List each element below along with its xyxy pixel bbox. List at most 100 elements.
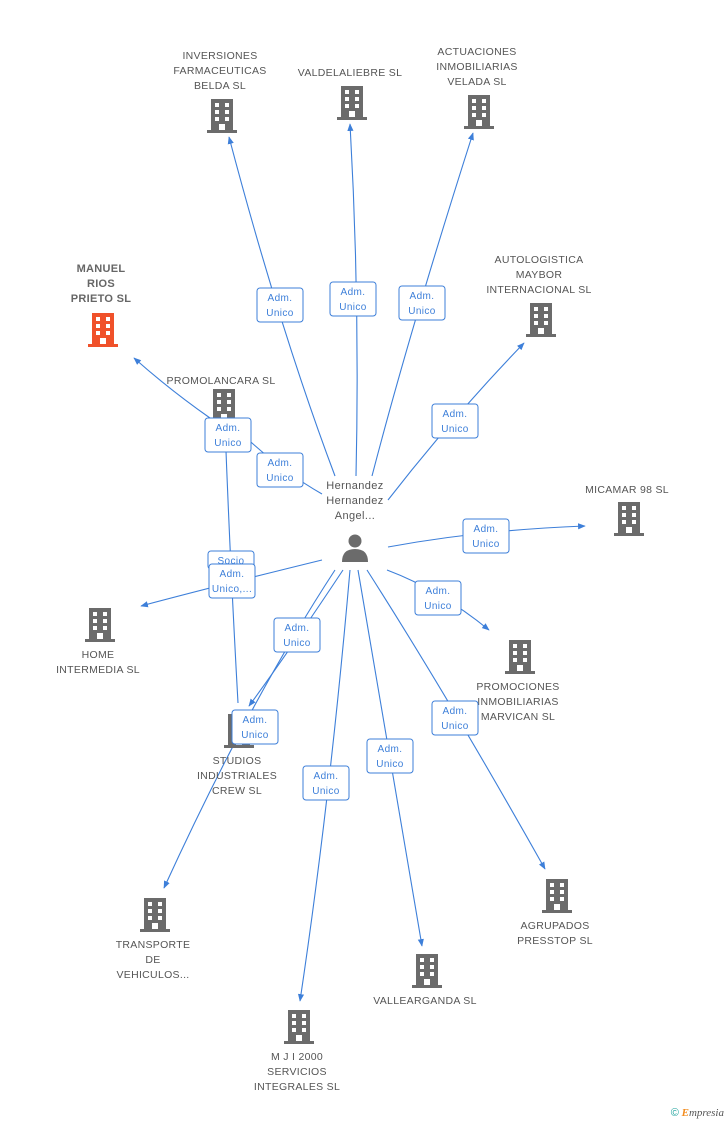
edge-label-manuel[interactable]: Adm. Unico (204, 417, 252, 453)
center-label: Angel... (335, 510, 376, 522)
brand-name: mpresia (688, 1107, 724, 1119)
node-label: ACTUACIONES (437, 46, 516, 58)
node-promociones[interactable]: PROMOCIONES INMOBILIARIAS MARVICAN SL (476, 640, 559, 723)
edge-label-text: Unico (376, 759, 404, 770)
edge-label-text: Adm. (268, 293, 293, 304)
edge-label-box (329, 281, 377, 317)
building-icon (542, 879, 572, 913)
node-label: RIOS (87, 278, 115, 290)
node-label: INTERNACIONAL SL (486, 284, 591, 296)
edge-label-box (462, 518, 510, 554)
node-label: FARMACEUTICAS (173, 65, 266, 77)
edge-label-transporte[interactable]: Adm. Unico (231, 709, 279, 745)
edge-label-autologistica[interactable]: Adm.Unico (431, 403, 479, 439)
copyright-symbol: © (670, 1107, 679, 1119)
edge-label-text: Unico (424, 601, 452, 612)
node-label: PRESSTOP SL (517, 935, 593, 947)
node-label: PROMOLANCARA SL (167, 375, 276, 387)
edge-label-box (366, 738, 414, 774)
node-vallearganda[interactable]: VALLEARGANDA SL (373, 954, 477, 1007)
edge-label-text: Adm. (220, 569, 245, 580)
node-label: VEHICULOS... (116, 969, 189, 981)
building-icon (88, 313, 118, 347)
edge-label-studios[interactable]: Adm. Unico (273, 617, 321, 653)
edge-label-agrupados[interactable]: Adm. Unico (431, 700, 479, 736)
node-label: AUTOLOGISTICA (495, 254, 584, 266)
edge-label-text: Adm. (243, 715, 268, 726)
edge-label-text: Unico (441, 721, 469, 732)
edge-label-text: Adm. (268, 458, 293, 469)
node-label: MANUEL (77, 263, 126, 275)
node-manuel[interactable]: MANUEL RIOS PRIETO SL (71, 263, 132, 347)
node-label: BELDA SL (194, 80, 246, 92)
edge-label-box (231, 709, 279, 745)
building-icon (505, 640, 535, 674)
node-label: INTERMEDIA SL (56, 664, 140, 676)
edge-label-valdelaliebre[interactable]: Adm.Unico (329, 281, 377, 317)
edge-label-vallearganda[interactable]: Adm. Unico (366, 738, 414, 774)
node-promolancara[interactable]: PROMOLANCARA SL (167, 375, 276, 423)
edge-label-box (431, 403, 479, 439)
node-label: CREW SL (212, 785, 262, 797)
node-agrupados[interactable]: AGRUPADOS PRESSTOP SL (517, 879, 593, 947)
edge-label-box (414, 580, 462, 616)
node-label: INMOBILIARIAS (477, 696, 559, 708)
edge-line-manuel (133, 357, 211, 419)
building-icon (412, 954, 442, 988)
edge-label-micamar[interactable]: Adm. Unico (462, 518, 510, 554)
node-label: INTEGRALES SL (254, 1081, 340, 1093)
edge-label-text: Unico (283, 638, 311, 649)
edge-label-text: Unico (214, 438, 242, 449)
node-label: MARVICAN SL (481, 711, 555, 723)
node-label: DE (145, 954, 160, 966)
edge-label-text: Adm. (443, 706, 468, 717)
edge-label-text: Unico (266, 473, 294, 484)
node-label: PRIETO SL (71, 293, 132, 305)
node-label: AGRUPADOS (520, 920, 589, 932)
node-valdelaliebre[interactable]: VALDELALIEBRE SL (298, 67, 402, 120)
edge-label-box (273, 617, 321, 653)
building-icon (526, 303, 556, 337)
edge-label-text: Unico (441, 424, 469, 435)
center-label: Hernandez (326, 480, 383, 492)
edge-label-inversiones[interactable]: Adm. Unico (256, 287, 304, 323)
node-label: STUDIOS (213, 755, 262, 767)
center-node[interactable]: HernandezHernandezAngel... (326, 480, 383, 562)
node-label: PROMOCIONES (476, 681, 559, 693)
edge-label-text: Unico (266, 308, 294, 319)
edge-label-promolancara[interactable]: Adm. Unico (256, 452, 304, 488)
node-transporte[interactable]: TRANSPORTEDEVEHICULOS... (116, 898, 191, 981)
footer-brand[interactable]: © Empresia (671, 1107, 724, 1119)
node-micamar[interactable]: MICAMAR 98 SL (585, 484, 669, 536)
node-label: M J I 2000 (271, 1051, 323, 1063)
edge-label-text: Adm. (285, 623, 310, 634)
edge-label-mji[interactable]: Adm.Unico (302, 765, 350, 801)
edge-label-box (398, 285, 446, 321)
brand-initial: E (681, 1107, 689, 1119)
building-icon (85, 608, 115, 642)
building-icon (614, 502, 644, 536)
node-label: MICAMAR 98 SL (585, 484, 669, 496)
edge-label-text: Unico (408, 306, 436, 317)
edge-label-text: Adm. (378, 744, 403, 755)
edge-label-actuaciones[interactable]: Adm. Unico (398, 285, 446, 321)
edge-label-text: Adm. (410, 291, 435, 302)
edge-label-text: Adm. (216, 423, 241, 434)
edge-label-home[interactable]: Adm.Unico,... (208, 563, 256, 599)
edge-label-promociones[interactable]: Adm.Unico (414, 580, 462, 616)
edge-label-box (204, 417, 252, 453)
edge-label-text: Unico (241, 730, 269, 741)
node-label: VALLEARGANDA SL (373, 995, 477, 1007)
edge-label-text: Adm. (314, 771, 339, 782)
edge-label-text: Adm. (474, 524, 499, 535)
edge-label-text: Unico (472, 539, 500, 550)
edge-labels-layer: Adm.UnicoAdm.UnicoAdm.UnicoAdm.UnicoAdm.… (204, 281, 510, 801)
